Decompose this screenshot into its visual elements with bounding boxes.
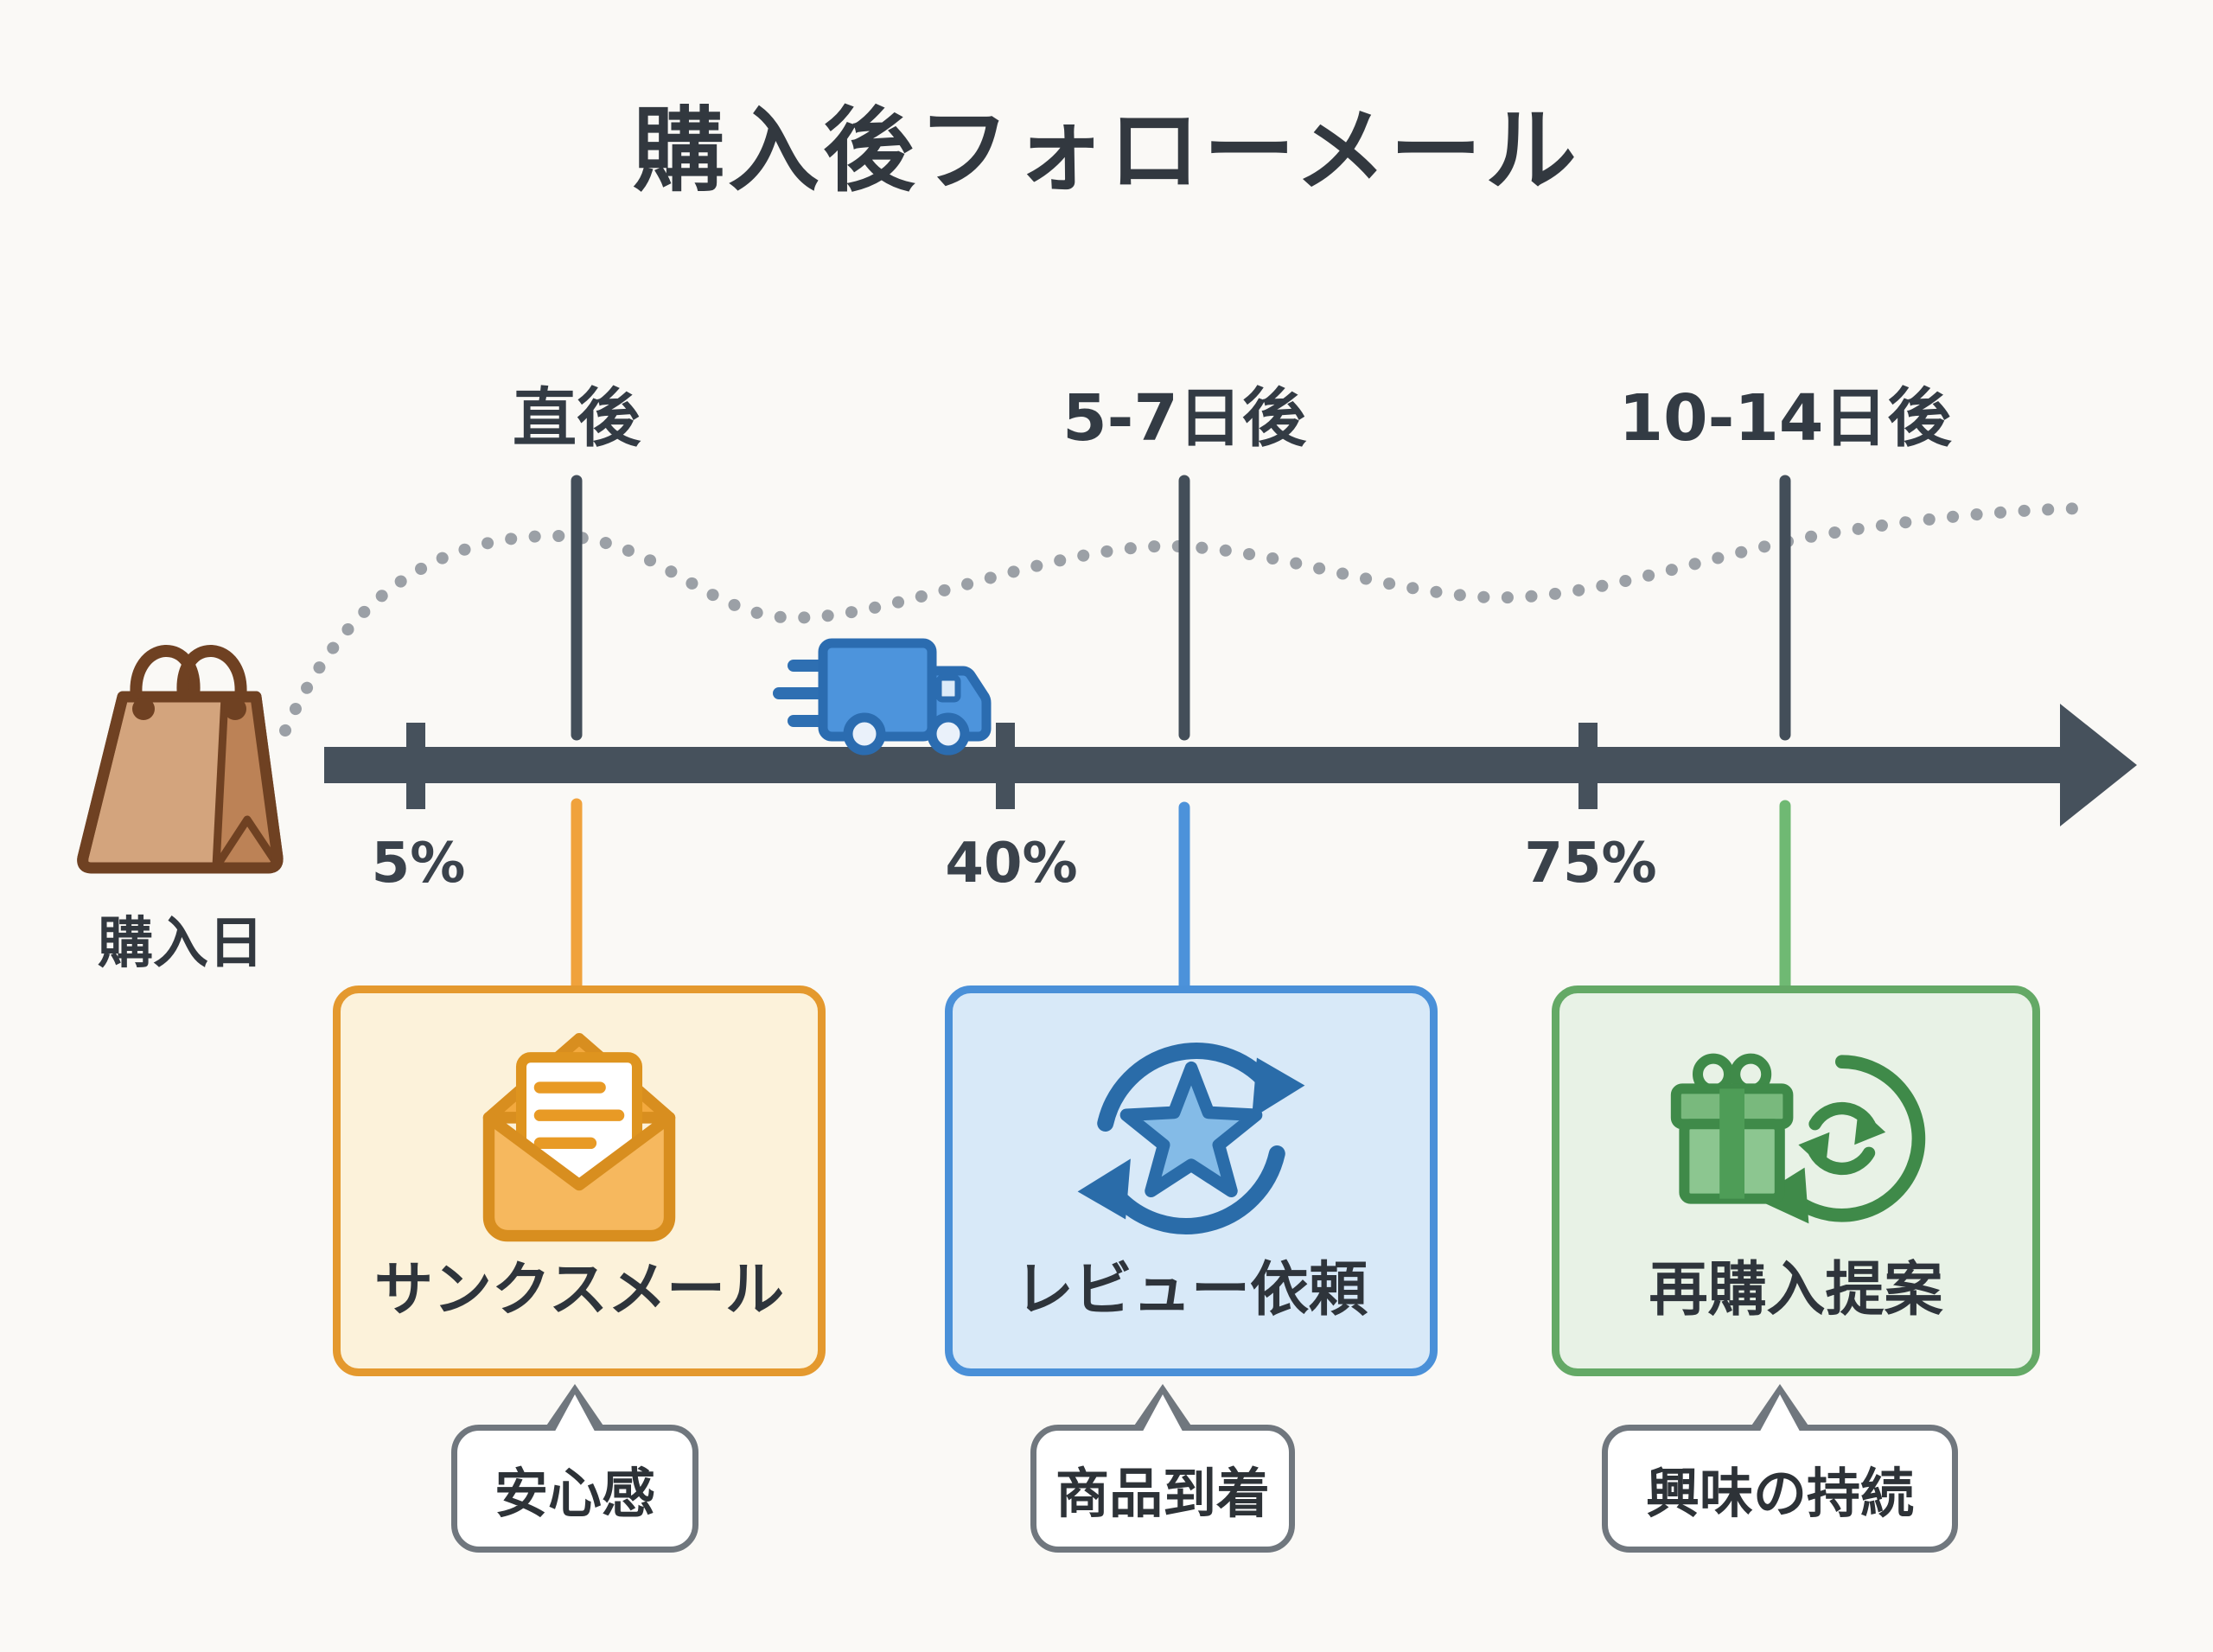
time-label-immediately: 直後	[513, 381, 641, 456]
purchase-date-label: 購入日	[98, 912, 264, 976]
bubble-product-arrival: 商品到着	[1030, 1384, 1295, 1553]
dotted-engagement-curve	[279, 502, 2088, 737]
bubble-label: 商品到着	[1055, 1462, 1270, 1525]
bubble-sustained-interest: 興味の持続	[1602, 1384, 1958, 1553]
card-repurchase-proposal: 再購入提案	[1552, 985, 2040, 1376]
percent-marker-5: 5%	[371, 832, 466, 896]
shopping-bag-icon	[77, 645, 284, 874]
gift-repeat-icon	[1670, 1053, 1925, 1224]
page-title: 購入後フォローメール	[633, 98, 1580, 204]
card-icon-wrap	[953, 1005, 1430, 1272]
percent-marker-40: 40%	[945, 832, 1078, 896]
card-label-thanks-mail: サンクスメール	[374, 1256, 784, 1324]
timeline-axis	[324, 704, 2137, 826]
bubble-reassurance: 安心感	[451, 1384, 698, 1553]
card-review-request: レビュー依頼	[945, 985, 1438, 1376]
percent-marker-75: 75%	[1524, 832, 1657, 896]
star-refresh-icon	[1077, 1043, 1305, 1234]
bubble-label: 安心感	[494, 1462, 655, 1525]
card-icon-wrap	[341, 1005, 818, 1272]
timeline-tick-40	[996, 723, 1015, 809]
delivery-truck-icon	[773, 638, 992, 756]
card-label-review-request: レビュー依頼	[1014, 1256, 1368, 1324]
open-envelope-icon	[482, 1033, 676, 1242]
card-icon-wrap	[1559, 1005, 2032, 1272]
time-label-5-7-days: 5-7日後	[1062, 381, 1306, 456]
timeline-tick-75	[1578, 723, 1598, 809]
timeline-tick-5	[406, 723, 425, 809]
bubble-label: 興味の持続	[1645, 1462, 1914, 1525]
card-label-repurchase-proposal: 再購入提案	[1649, 1256, 1943, 1324]
time-label-10-14-days: 10-14日後	[1618, 381, 1952, 456]
card-thanks-mail: サンクスメール	[333, 985, 826, 1376]
